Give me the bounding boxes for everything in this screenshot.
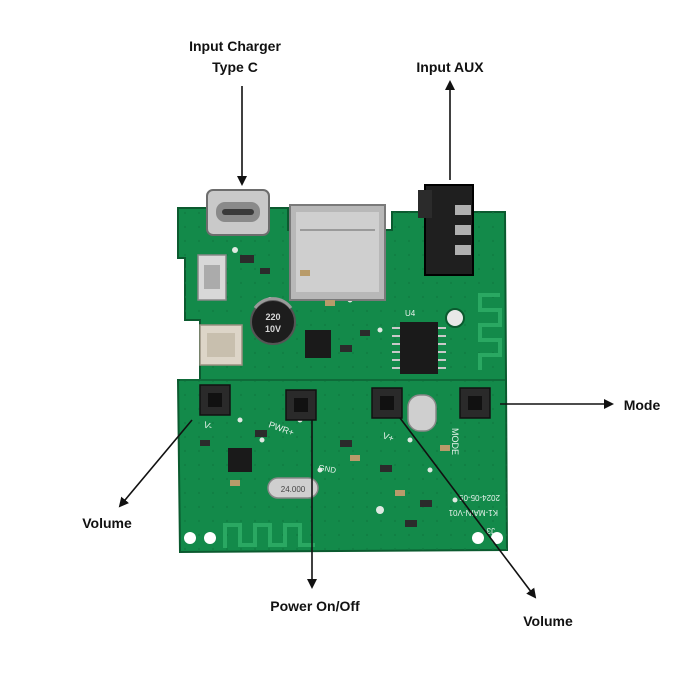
- chip-label: U4: [405, 309, 416, 318]
- silk-date: 2024-05-05: [459, 493, 500, 502]
- main-chip-u4: U4: [392, 309, 446, 374]
- mounting-hole: [184, 532, 196, 544]
- button-mode: [459, 387, 491, 419]
- annotation-arrows: [118, 80, 614, 599]
- mounting-hole: [472, 532, 484, 544]
- label-volume-right: Volume: [523, 613, 573, 629]
- smd-components: [200, 255, 432, 527]
- silk-mode: MODE: [450, 428, 460, 455]
- mounting-hole: [491, 532, 503, 544]
- silk-vminus: V-: [202, 419, 213, 431]
- usb-c-connector: [206, 189, 270, 236]
- label-volume-left: Volume: [82, 515, 132, 531]
- qfn-chip: [228, 448, 252, 472]
- silk-j3: J3: [486, 526, 495, 535]
- antenna-trace-right: [478, 293, 502, 370]
- button-volume-minus: [199, 384, 231, 416]
- small-chip: [305, 330, 331, 358]
- label-input-aux: Input AUX: [416, 59, 484, 75]
- battery-connector: [199, 324, 243, 366]
- label-mode: Mode: [623, 397, 661, 413]
- label-power-on-off: Power On/Off: [270, 598, 360, 614]
- arrow-volume-right: [399, 417, 537, 599]
- label-input-charger: Input Charger Type C: [160, 36, 310, 78]
- silk-board-id: K1-MAIN-V01: [448, 508, 498, 517]
- arrow-volume-left: [118, 419, 193, 508]
- switch-connector: [197, 254, 227, 301]
- capacitor-value-text: 220: [265, 312, 280, 322]
- sd-card-slot: [289, 204, 386, 301]
- crystal-bottom: 24.000: [267, 477, 319, 499]
- crystal-right: [407, 394, 437, 432]
- button-volume-plus: [371, 387, 403, 419]
- button-power: [285, 389, 317, 421]
- mounting-hole: [204, 532, 216, 544]
- silk-gnd: GND: [318, 463, 337, 475]
- capacitor-voltage-text: 10V: [265, 324, 281, 334]
- smd-caps: [230, 270, 450, 496]
- capacitor: 220 10V: [250, 297, 296, 345]
- crystal-freq-text: 24.000: [281, 485, 306, 494]
- antenna-trace-bottom: [223, 523, 315, 548]
- label-input-charger-line1: Input Charger: [189, 38, 281, 54]
- pcb-board: [176, 207, 509, 554]
- label-input-charger-line2: Type C: [212, 59, 258, 75]
- silk-vplus: V+: [381, 430, 395, 443]
- aux-jack: [418, 184, 474, 276]
- mounting-hole: [445, 308, 465, 328]
